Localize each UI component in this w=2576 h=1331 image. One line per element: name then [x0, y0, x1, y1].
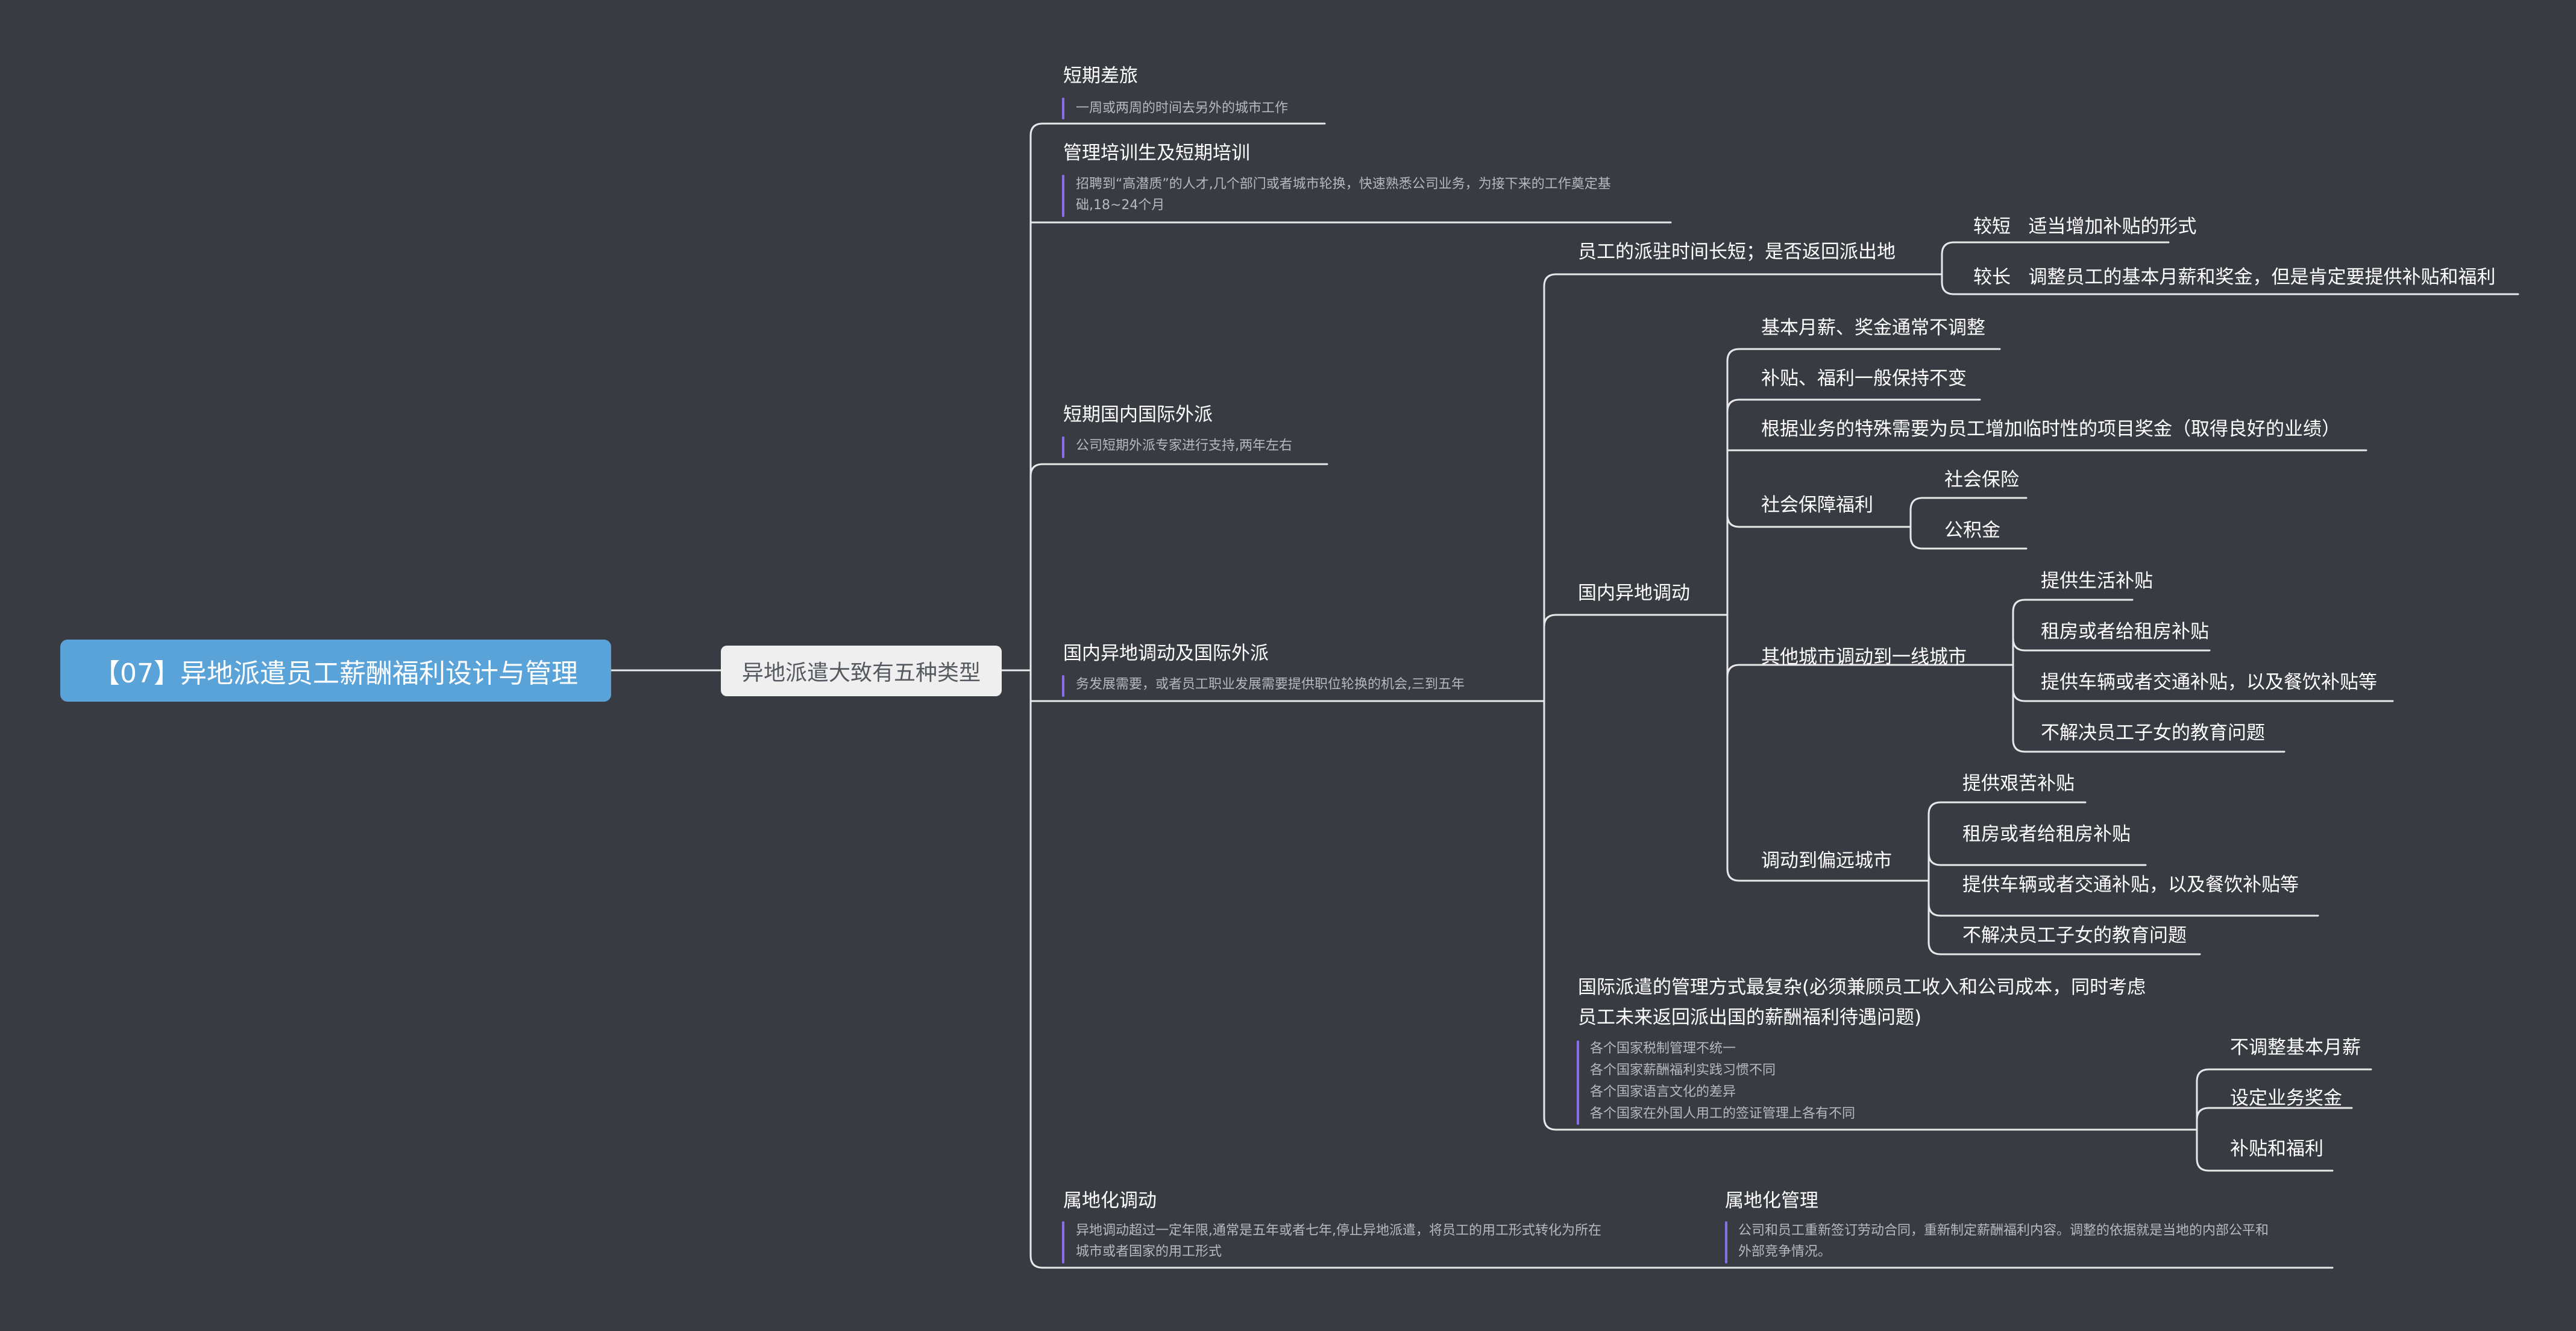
topic-local-mgmt[interactable]: 属地化管理 — [1725, 1190, 1818, 1212]
topic-domestic-item-1[interactable]: 基本月薪、奖金通常不调整 — [1761, 317, 1985, 339]
note-short-assign: 公司短期外派专家进行支持,两年左右 — [1076, 438, 1292, 453]
topic-remote-item-2[interactable]: 租房或者给租房补贴 — [1962, 823, 2131, 845]
topic-intl-item-3[interactable]: 补贴和福利 — [2230, 1138, 2323, 1160]
topic-domestic-item-2[interactable]: 补贴、福利一般保持不变 — [1761, 368, 1967, 389]
note-international-4: 各个国家在外国人用工的签证管理上各有不同 — [1590, 1106, 1856, 1121]
topic-social[interactable]: 社会保障福利 — [1761, 494, 1873, 516]
topic-short-assign[interactable]: 短期国内国际外派 — [1063, 404, 1213, 426]
topic-international-line-2[interactable]: 员工未来返回派出国的薪酬福利待遇问题) — [1578, 1007, 1922, 1028]
topic-tier1-item-2[interactable]: 租房或者给租房补贴 — [2041, 621, 2209, 643]
note-short-trip: 一周或两周的时间去另外的城市工作 — [1076, 101, 1289, 116]
note-localization-line-2: 城市或者国家的用工形式 — [1076, 1244, 1222, 1259]
topic-tier1[interactable]: 其他城市调动到一线城市 — [1761, 646, 1967, 668]
note-domestic-intl: 务发展需要，或者员工职业发展需要提供职位轮换的机会,三到五年 — [1076, 677, 1465, 692]
topic-duration[interactable]: 员工的派驻时间长短；是否返回派出地 — [1578, 241, 1896, 263]
topic-international-line-1[interactable]: 国际派遣的管理方式最复杂(必须兼顾员工收入和公司成本，同时考虑 — [1578, 977, 2146, 998]
topic-duration-short[interactable]: 较短 适当增加补贴的形式 — [1973, 216, 2197, 238]
topic-remote-item-3[interactable]: 提供车辆或者交通补贴，以及餐饮补贴等 — [1962, 874, 2299, 896]
topic-remote-item-1[interactable]: 提供艰苦补贴 — [1962, 773, 2075, 795]
note-local-mgmt-line-1: 公司和员工重新签订劳动合同，重新制定薪酬福利内容。调整的依据就是当地的内部公平和 — [1738, 1223, 2269, 1238]
note-international-2: 各个国家薪酬福利实践习惯不同 — [1590, 1063, 1776, 1078]
note-trainee-line-1: 招聘到“高潜质”的人才,几个部门或者城市轮换，快速熟悉公司业务，为接下来的工作奠… — [1076, 177, 1611, 192]
note-bar — [1062, 675, 1064, 697]
topic-tier1-item-3[interactable]: 提供车辆或者交通补贴，以及餐饮补贴等 — [2041, 672, 2377, 693]
note-international-1: 各个国家税制管理不统一 — [1590, 1041, 1736, 1056]
note-bar — [1062, 175, 1064, 217]
topic-trainee[interactable]: 管理培训生及短期培训 — [1063, 142, 1250, 164]
hub-topic[interactable]: 异地派遣大致有五种类型 — [721, 646, 1002, 696]
topic-domestic[interactable]: 国内异地调动 — [1578, 582, 1690, 604]
topic-remote-item-4[interactable]: 不解决员工子女的教育问题 — [1962, 925, 2187, 946]
note-bar — [1577, 1040, 1579, 1125]
topic-tier1-item-4[interactable]: 不解决员工子女的教育问题 — [2041, 722, 2265, 744]
topic-intl-item-2[interactable]: 设定业务奖金 — [2230, 1087, 2342, 1109]
note-bar — [1062, 1221, 1064, 1263]
note-local-mgmt-line-2: 外部竞争情况。 — [1738, 1244, 1832, 1259]
topic-domestic-intl[interactable]: 国内异地调动及国际外派 — [1063, 643, 1269, 664]
topic-tier1-item-1[interactable]: 提供生活补贴 — [2041, 570, 2153, 592]
note-localization-line-1: 异地调动超过一定年限,通常是五年或者七年,停止异地派遣，将员工的用工形式转化为所… — [1076, 1223, 1601, 1238]
topic-short-trip[interactable]: 短期差旅 — [1063, 65, 1138, 87]
topic-intl-item-1[interactable]: 不调整基本月薪 — [2230, 1037, 2361, 1059]
note-bar — [1062, 98, 1064, 119]
topic-remote[interactable]: 调动到偏远城市 — [1761, 850, 1892, 872]
note-bar — [1062, 436, 1064, 458]
topic-social-insurance[interactable]: 社会保险 — [1944, 469, 2019, 491]
topic-localization[interactable]: 属地化调动 — [1063, 1190, 1157, 1212]
topic-domestic-item-3[interactable]: 根据业务的特殊需要为员工增加临时性的项目奖金（取得良好的业绩） — [1761, 418, 2340, 440]
topic-housing-fund[interactable]: 公积金 — [1944, 520, 2000, 541]
note-trainee-line-2: 础,18~24个月 — [1076, 198, 1165, 213]
note-international-3: 各个国家语言文化的差异 — [1590, 1084, 1736, 1100]
root-topic[interactable]: 【07】异地派遣员工薪酬福利设计与管理 — [60, 640, 611, 702]
note-bar — [1725, 1221, 1727, 1263]
topic-duration-long[interactable]: 较长 调整员工的基本月薪和奖金，但是肯定要提供补贴和福利 — [1973, 266, 2496, 288]
